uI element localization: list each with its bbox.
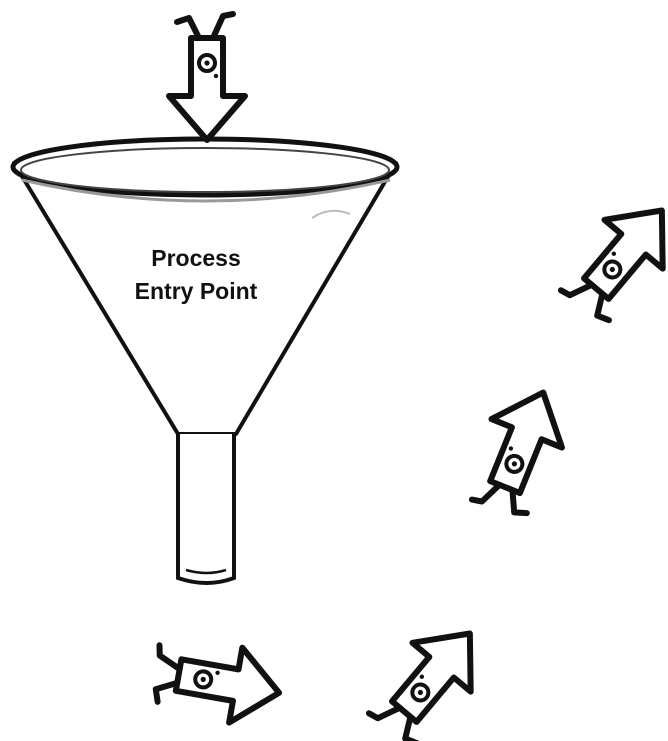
funnel-label-line2: Entry Point xyxy=(135,278,258,304)
arrow-figure-returning-2 xyxy=(461,378,579,523)
up-arrow-walker-icon xyxy=(461,378,579,523)
funnel-spout xyxy=(178,434,234,583)
down-arrow-walker-icon xyxy=(169,14,245,140)
arrow-figure-entering xyxy=(169,14,245,140)
right-arrow-walker-icon xyxy=(148,633,285,730)
arrow-figure-returning-3 xyxy=(552,186,668,331)
funnel: Process Entry Point xyxy=(13,139,397,583)
arrow-figure-exiting xyxy=(148,633,285,730)
up-arrow-walker-icon xyxy=(552,186,668,331)
up-arrow-walker-icon xyxy=(360,609,499,741)
arrow-figure-returning-1 xyxy=(360,609,499,741)
funnel-label-line1: Process xyxy=(151,245,241,271)
